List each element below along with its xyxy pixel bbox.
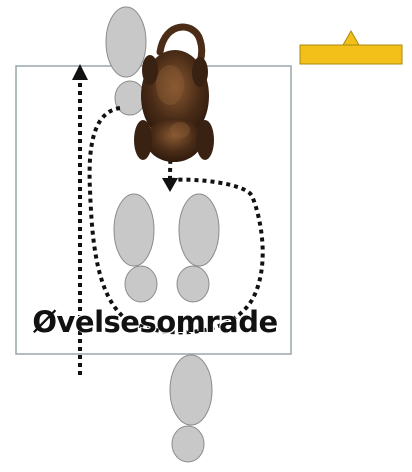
yellow-marker-icon xyxy=(300,31,402,64)
footprint-center-left xyxy=(114,194,157,302)
footprint-bottom xyxy=(170,355,212,462)
footprint-center-right xyxy=(177,194,219,302)
footprint-top xyxy=(106,7,146,115)
practice-area-label: Øvelsesomrade xyxy=(20,305,290,339)
